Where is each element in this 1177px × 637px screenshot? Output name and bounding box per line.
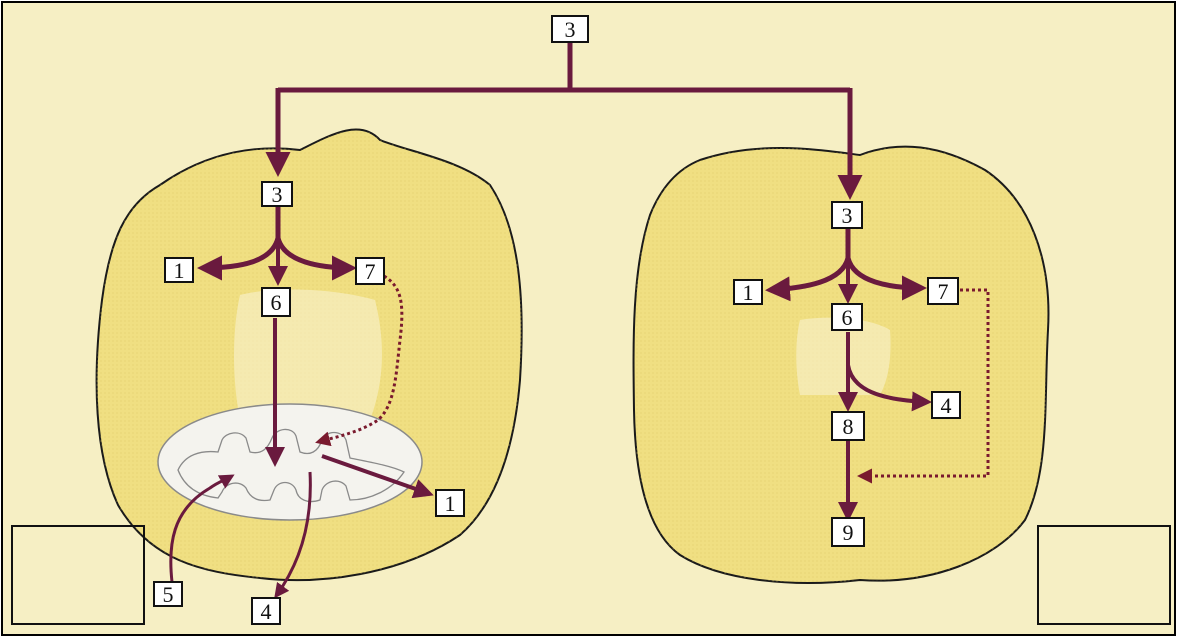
- right-label-7-text: 7: [938, 279, 949, 304]
- left-label-5-text: 5: [163, 582, 174, 607]
- left-label-3-text: 3: [272, 182, 283, 207]
- left-label-4-text: 4: [261, 599, 272, 624]
- right-label-6-text: 6: [842, 305, 853, 330]
- right-label-3-text: 3: [842, 203, 853, 228]
- left-label-5: 5: [154, 582, 182, 607]
- left-label-exit-1: 1: [436, 490, 464, 516]
- right-label-8: 8: [832, 412, 864, 440]
- right-label-4: 4: [932, 392, 960, 418]
- left-label-7-text: 7: [365, 259, 376, 284]
- left-label-4: 4: [252, 598, 280, 624]
- left-label-7: 7: [356, 258, 384, 284]
- left-label-6: 6: [262, 288, 290, 316]
- left-label-6-text: 6: [271, 290, 282, 315]
- left-label-exit-1-text: 1: [445, 491, 456, 516]
- right-label-4-text: 4: [941, 393, 952, 418]
- left-label-1-text: 1: [174, 258, 185, 283]
- label-top-3-text: 3: [565, 17, 576, 42]
- right-label-6: 6: [832, 304, 862, 330]
- right-label-7: 7: [928, 278, 958, 304]
- mitochondrion-outer-membrane: [158, 404, 422, 520]
- right-label-1-text: 1: [743, 280, 754, 305]
- mitochondrion: [158, 404, 422, 520]
- right-label-9-text: 9: [843, 520, 854, 545]
- right-label-3: 3: [832, 202, 862, 228]
- left-label-3: 3: [262, 182, 292, 207]
- left-cell-cytoplasm-light: [234, 290, 382, 420]
- right-label-8-text: 8: [843, 414, 854, 439]
- right-label-1: 1: [734, 280, 762, 305]
- label-top-3: 3: [552, 16, 588, 42]
- left-label-1: 1: [165, 258, 193, 283]
- right-label-9: 9: [832, 518, 864, 546]
